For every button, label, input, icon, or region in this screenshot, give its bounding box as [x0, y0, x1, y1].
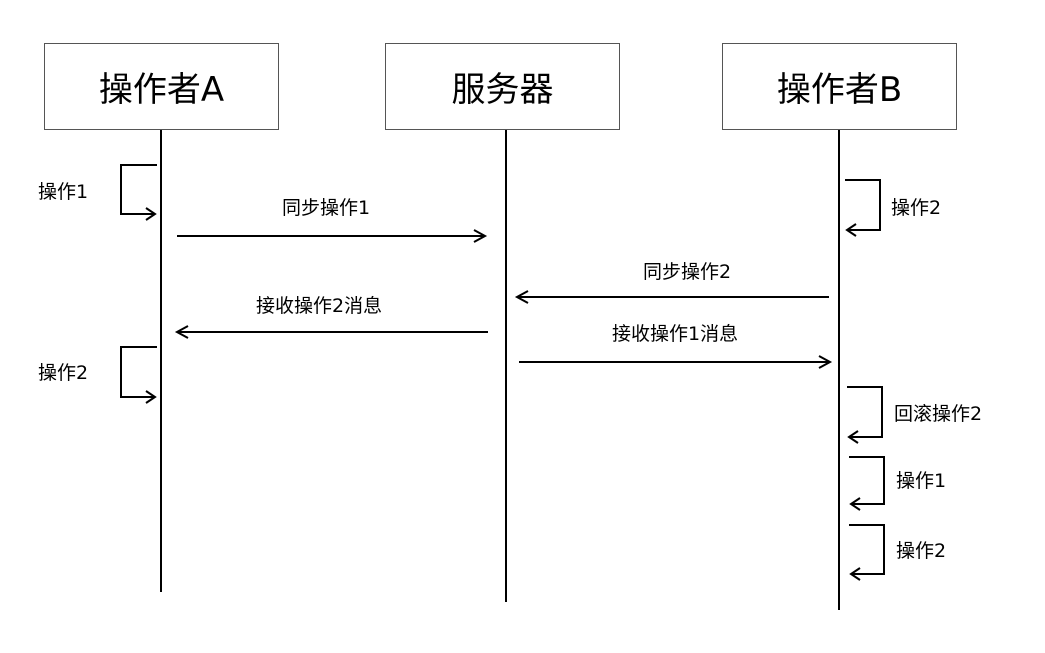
- actor-box-server: 服务器: [385, 43, 620, 130]
- self-message-label: 回滚操作2: [894, 403, 983, 425]
- self-message-label: 操作2: [38, 362, 89, 384]
- arrow-b-to-server-sync-op2: [514, 290, 829, 304]
- arrow-server-to-b-receive-op1: [519, 355, 833, 369]
- actor-label-operator-b: 操作者B: [776, 70, 903, 110]
- self-arrow-b-op2: [845, 179, 881, 237]
- actor-label-server: 服务器: [451, 70, 554, 110]
- arrow-server-to-a-receive-op2: [174, 325, 488, 339]
- message-label: 接收操作1消息: [612, 323, 739, 345]
- actor-box-operator-a: 操作者A: [44, 43, 279, 130]
- self-arrow-a-op2: [120, 346, 157, 404]
- self-arrow-b-rollback-op2: [847, 386, 883, 444]
- self-message-label: 操作2: [891, 197, 942, 219]
- arrow-a-to-server-sync-op1: [177, 229, 488, 243]
- self-arrow-b-op2-again: [849, 524, 885, 581]
- message-label: 同步操作1: [282, 197, 371, 219]
- self-message-label: 操作1: [38, 181, 89, 203]
- message-label: 同步操作2: [643, 261, 732, 283]
- self-message-label: 操作2: [896, 540, 947, 562]
- self-arrow-b-op1: [849, 456, 885, 511]
- actor-label-operator-a: 操作者A: [98, 70, 225, 110]
- actor-box-operator-b: 操作者B: [722, 43, 957, 130]
- message-label: 接收操作2消息: [256, 295, 383, 317]
- self-arrow-a-op1: [120, 164, 157, 221]
- self-message-label: 操作1: [896, 470, 947, 492]
